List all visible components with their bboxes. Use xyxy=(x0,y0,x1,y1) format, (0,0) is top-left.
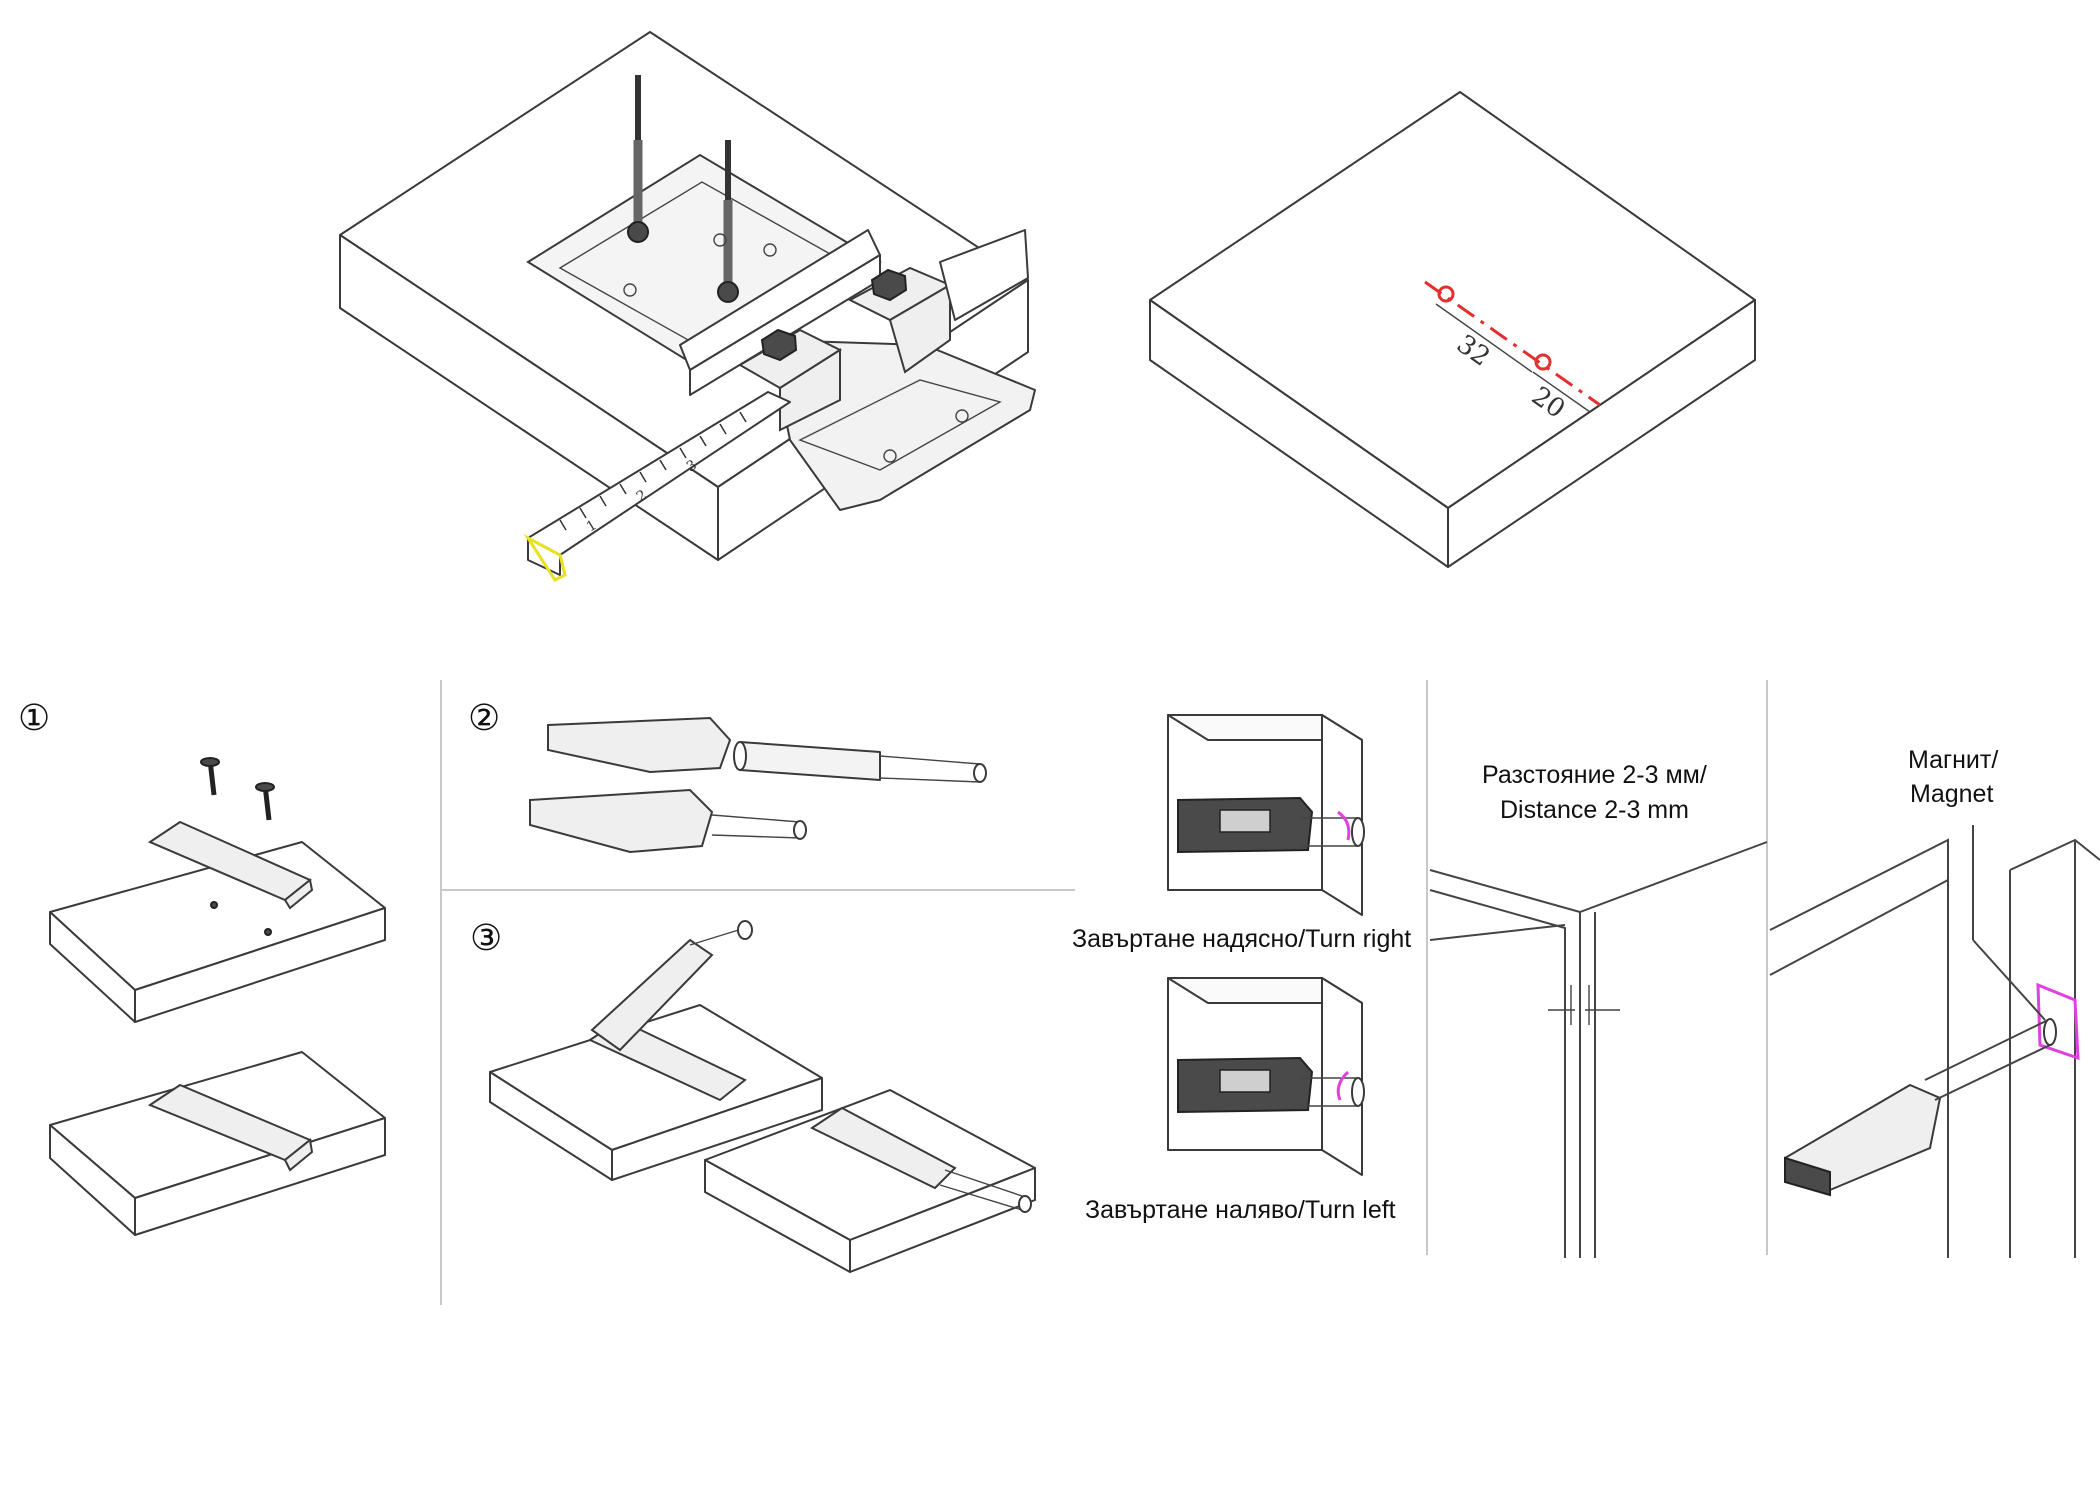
drilling-jig-illustration: 1 2 3 xyxy=(339,31,1036,582)
hole-mark-2 xyxy=(1534,353,1552,371)
step-2-illustration xyxy=(529,716,987,854)
dimension-line-32 xyxy=(1435,303,1533,373)
magnet-caption-line1: Магнит/ xyxy=(1908,746,1998,774)
step-1-number: ① xyxy=(18,698,50,739)
rotate-left-arrow xyxy=(1336,1070,1350,1101)
step-2-number: ② xyxy=(468,698,500,739)
turn-right-illustration xyxy=(1167,714,1365,916)
turn-left-caption: Завъртане наляво/Turn left xyxy=(1085,1196,1396,1224)
distance-caption-line2: Distance 2-3 mm xyxy=(1500,796,1689,824)
turn-left-illustration xyxy=(1167,977,1365,1176)
center-marking-line xyxy=(1424,280,1601,407)
ruler-tick-marks xyxy=(559,411,747,531)
step-3-number: ③ xyxy=(470,918,502,959)
step-3-illustration xyxy=(489,920,1036,1273)
magnet-illustration xyxy=(1769,825,2100,1258)
turn-right-caption: Завъртане надясно/Turn right xyxy=(1072,925,1411,953)
magnet-caption-line2: Magnet xyxy=(1910,780,1993,808)
marked-panel-illustration: 32 20 xyxy=(1149,91,1756,568)
distance-caption-line1: Разстояние 2-3 мм/ xyxy=(1482,761,1707,789)
hole-mark-1 xyxy=(1437,285,1455,303)
door-gap-illustration xyxy=(1429,841,1768,1258)
rotate-right-arrow xyxy=(1337,810,1351,841)
step-1-illustration xyxy=(49,757,386,1236)
dimension-line-20 xyxy=(1532,371,1591,413)
